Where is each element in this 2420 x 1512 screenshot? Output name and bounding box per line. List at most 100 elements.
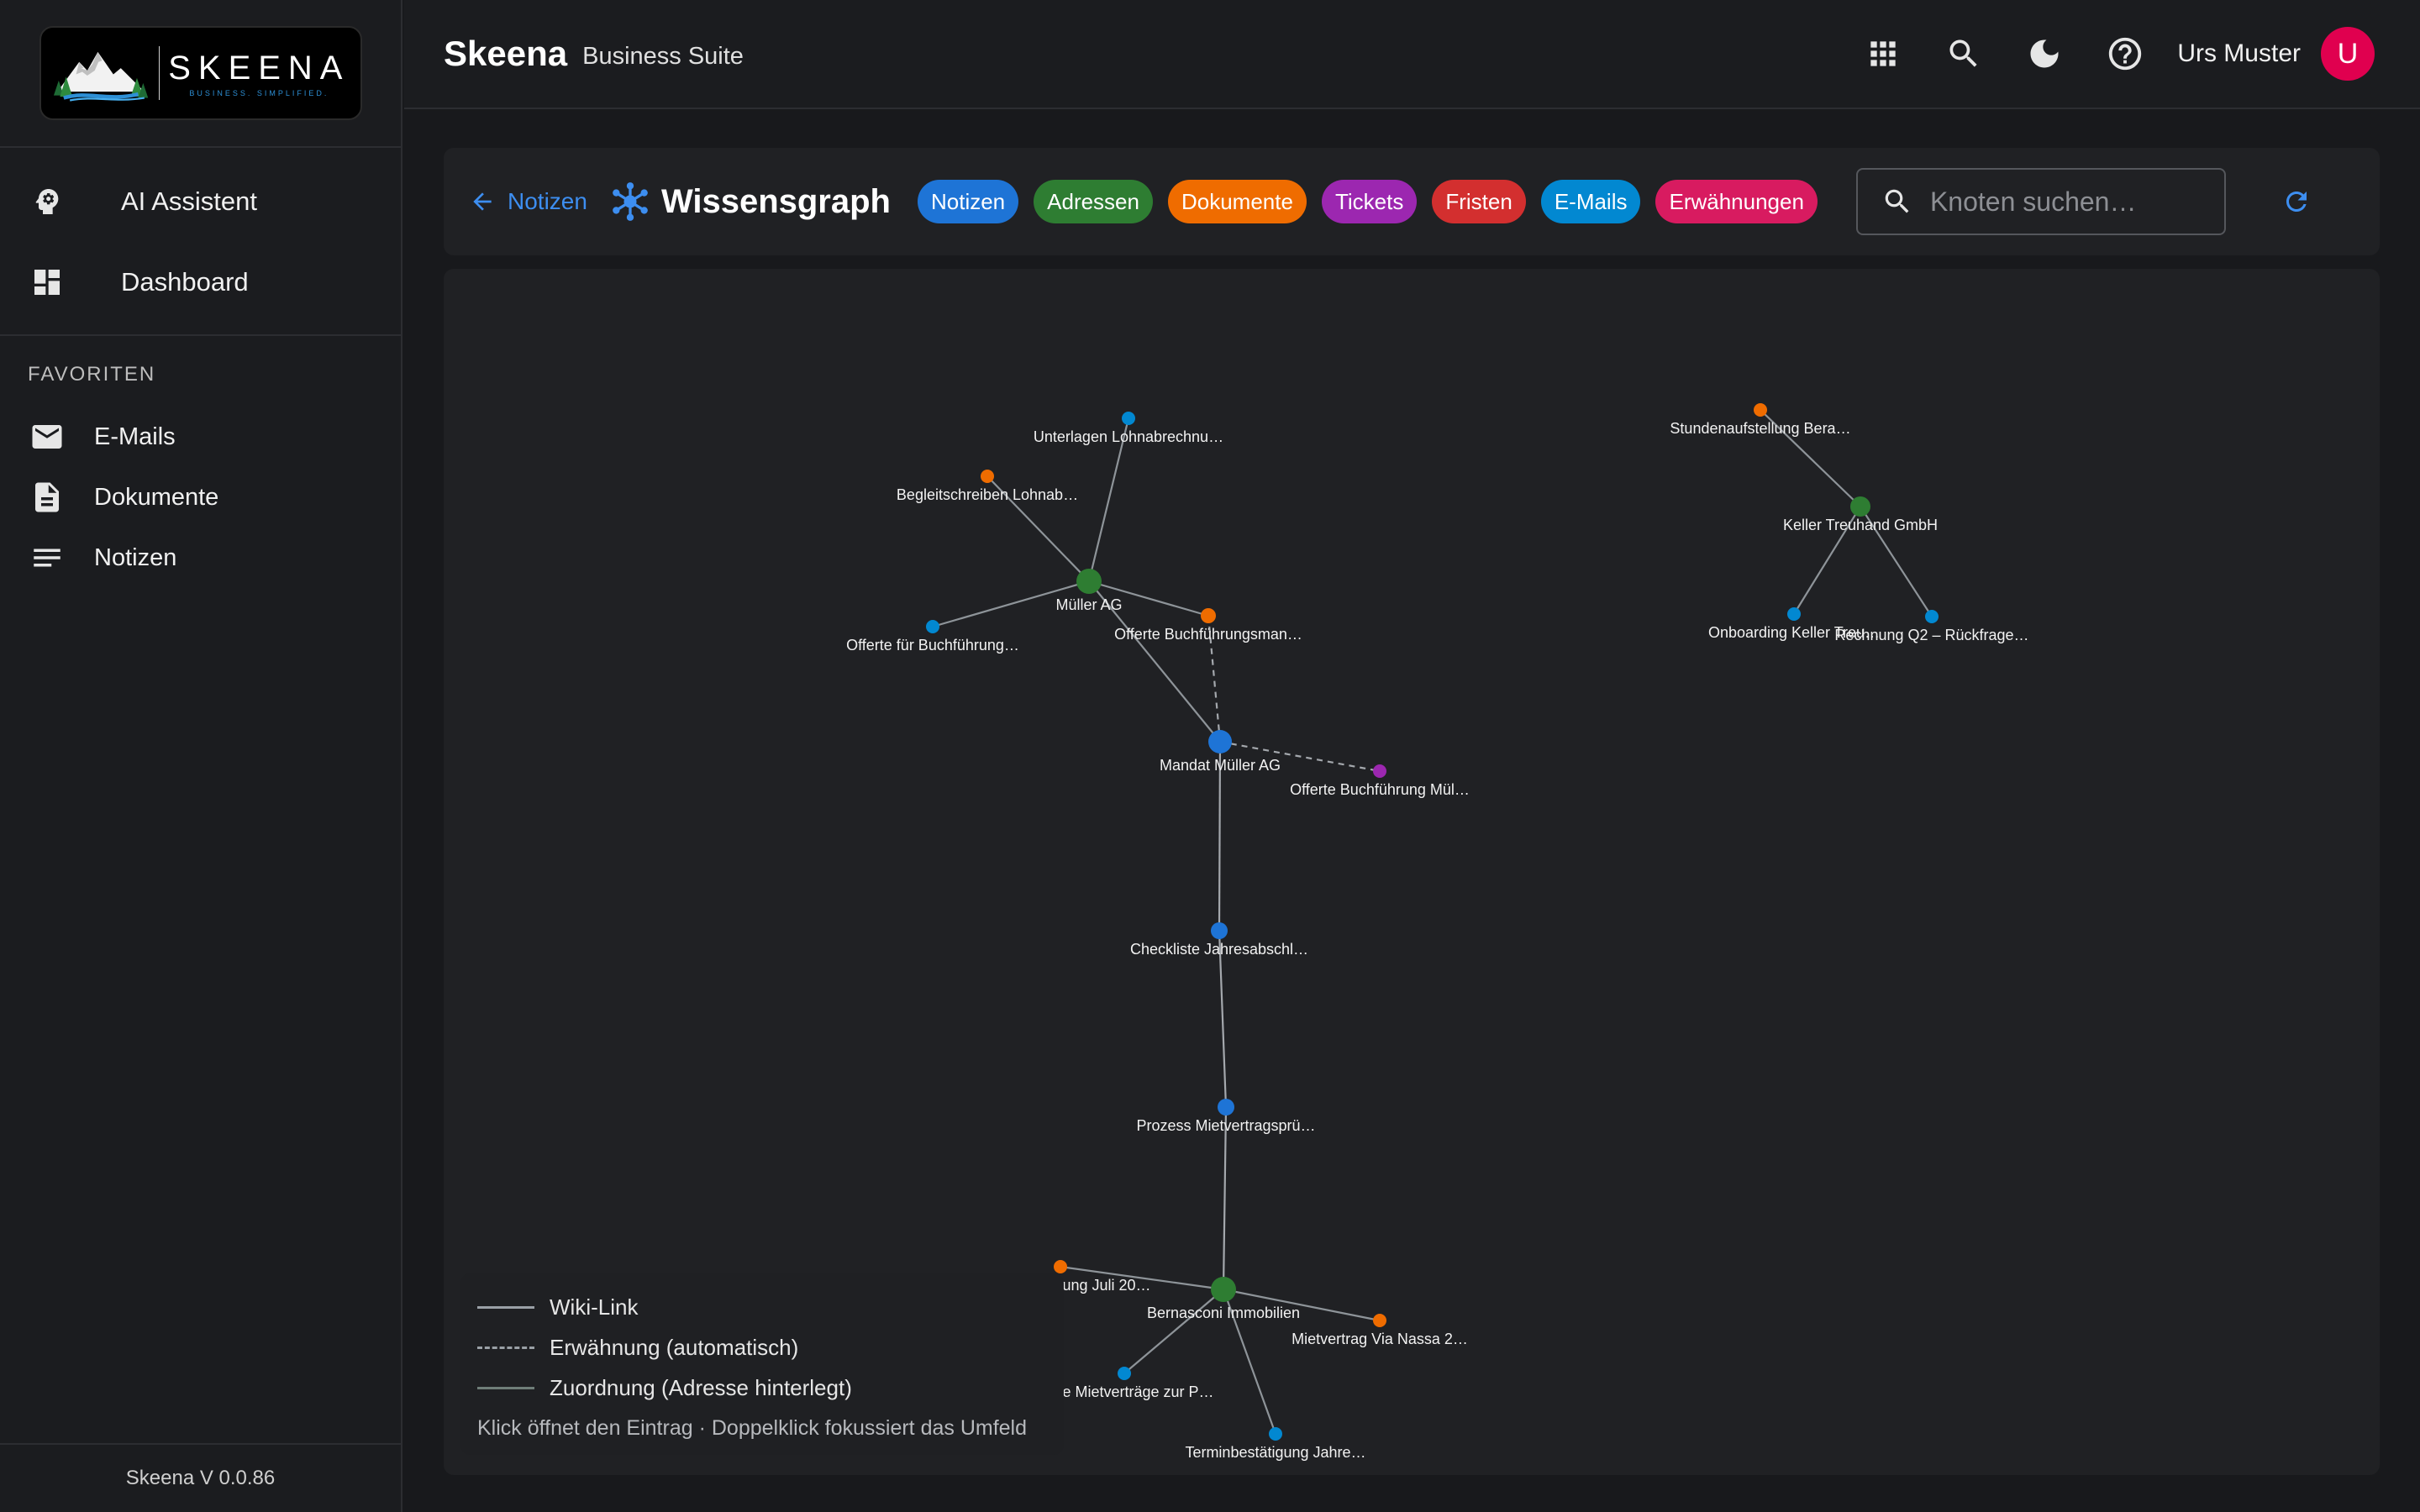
sidebar: SKEENA BUSINESS. SIMPLIFIED. AI Assisten… bbox=[0, 0, 402, 1512]
help-button[interactable] bbox=[2085, 13, 2165, 94]
graph-node-offerte_mul[interactable]: Offerte Buchführung Mül… bbox=[1290, 764, 1470, 798]
graph-node-offerte_man[interactable]: Offerte Buchführungsman… bbox=[1114, 608, 1302, 643]
filter-chip-emails[interactable]: E-Mails bbox=[1540, 180, 1641, 223]
graph-node-label: Offerte Buchführungsman… bbox=[1114, 626, 1302, 643]
back-link-label: Notizen bbox=[508, 188, 587, 214]
legend-label: Wiki-Link bbox=[550, 1294, 639, 1320]
graph-node-onboarding[interactable]: Onboarding Keller Treu… bbox=[1708, 607, 1880, 641]
legend-hint: Klick öffnet den Eintrag · Doppelklick f… bbox=[477, 1416, 1028, 1440]
mountain-logo-icon bbox=[53, 51, 148, 102]
graph-node-dot[interactable] bbox=[1201, 608, 1216, 623]
graph-edge-assign bbox=[1223, 1288, 1381, 1322]
graph-node-label: Mietvertrag Via Nassa 2… bbox=[1292, 1331, 1468, 1347]
graph-node-mietvertrag[interactable]: Mietvertrag Via Nassa 2… bbox=[1292, 1314, 1468, 1347]
apps-button[interactable] bbox=[1843, 13, 1923, 94]
graph-node-keller[interactable]: Keller Treuhand GmbH bbox=[1783, 496, 1938, 533]
graph-node-dot[interactable] bbox=[1122, 412, 1135, 425]
notes-icon bbox=[29, 539, 66, 576]
arrow-back-icon bbox=[473, 192, 492, 211]
graph-node-label: Offerte für Buchführung… bbox=[846, 637, 1019, 654]
filter-chip-erwaehnungen[interactable]: Erwähnungen bbox=[1655, 180, 1818, 223]
legend-row-wiki: Wiki-Link bbox=[477, 1287, 1064, 1327]
back-to-notes-link[interactable]: Notizen bbox=[469, 188, 587, 215]
graph-edge-wiki bbox=[1218, 741, 1222, 932]
graph-node-checkliste[interactable]: Checkliste Jahresabschl… bbox=[1130, 922, 1308, 958]
graph-node-termin[interactable]: Terminbestätigung Jahre… bbox=[1185, 1427, 1366, 1461]
graph-node-dot[interactable] bbox=[1787, 607, 1801, 621]
graph-node-dot[interactable] bbox=[1118, 1367, 1131, 1380]
favorite-item-emails[interactable]: E-Mails bbox=[0, 407, 401, 467]
graph-node-dot[interactable] bbox=[1054, 1260, 1067, 1273]
app-subtitle: Business Suite bbox=[582, 42, 744, 70]
legend-solid-line bbox=[477, 1305, 534, 1309]
graph-node-dot[interactable] bbox=[1754, 403, 1767, 417]
mail-icon bbox=[29, 418, 66, 455]
favorite-item-documents[interactable]: Dokumente bbox=[0, 467, 401, 528]
graph-node-stunden[interactable]: Stundenaufstellung Bera… bbox=[1670, 403, 1851, 437]
node-search-input[interactable] bbox=[1929, 186, 2216, 218]
graph-node-label: Onboarding Keller Treu… bbox=[1708, 624, 1880, 641]
filter-chip-adressen[interactable]: Adressen bbox=[1034, 180, 1153, 223]
graph-node-dot[interactable] bbox=[1269, 1427, 1282, 1441]
legend-row-assign: Zuordnung (Adresse hinterlegt) bbox=[477, 1368, 1064, 1408]
theme-toggle-button[interactable] bbox=[2004, 13, 2085, 94]
graph-node-dot[interactable] bbox=[1218, 1099, 1234, 1116]
filter-chip-dokumente[interactable]: Dokumente bbox=[1167, 180, 1307, 223]
graph-node-dot[interactable] bbox=[1925, 610, 1939, 623]
graph-node-dot[interactable] bbox=[1211, 922, 1228, 939]
user-name[interactable]: Urs Muster bbox=[2177, 39, 2301, 67]
graph-svg[interactable]: Unterlagen Lohnabrechnu… Begleitschreiben… bbox=[444, 269, 2380, 1475]
ai-assistant-icon bbox=[29, 183, 66, 220]
global-search-button[interactable] bbox=[1923, 13, 2004, 94]
favorite-item-notes[interactable]: Notizen bbox=[0, 528, 401, 588]
graph-node-dot[interactable] bbox=[981, 470, 994, 483]
node-search-box bbox=[1855, 168, 2226, 235]
graph-edge-assign bbox=[932, 580, 1090, 628]
graph-node-offerte_fuer[interactable]: Offerte für Buchführung… bbox=[846, 620, 1019, 654]
graph-node-dot[interactable] bbox=[1373, 1314, 1386, 1327]
type-filter-chips: Notizen Adressen Dokumente Tickets Frist… bbox=[917, 180, 1818, 223]
graph-node-dot[interactable] bbox=[1208, 730, 1232, 753]
refresh-button[interactable] bbox=[2276, 181, 2317, 222]
logo-text: SKEENA BUSINESS. SIMPLIFIED. bbox=[168, 50, 350, 97]
skeena-logo[interactable]: SKEENA BUSINESS. SIMPLIFIED. bbox=[39, 26, 362, 120]
graph-node-bernasconi[interactable]: Bernasconi Immobilien bbox=[1147, 1277, 1300, 1321]
graph-node-mueller[interactable]: Müller AG bbox=[1055, 569, 1123, 613]
filter-chip-tickets[interactable]: Tickets bbox=[1321, 180, 1418, 223]
filter-chip-fristen[interactable]: Fristen bbox=[1432, 180, 1526, 223]
user-avatar[interactable]: U bbox=[2321, 27, 2375, 81]
graph-edge-mention bbox=[1219, 740, 1381, 773]
knowledge-graph-canvas[interactable]: Unterlagen Lohnabrechnu… Begleitschreiben… bbox=[444, 269, 2380, 1475]
search-icon bbox=[1885, 189, 1909, 213]
graph-node-unterlagen[interactable]: Unterlagen Lohnabrechnu… bbox=[1034, 412, 1223, 445]
page-title: Wissensgraph bbox=[660, 182, 891, 220]
logo-wordmark: SKEENA bbox=[168, 49, 350, 87]
graph-node-label: Prozess Mietvertragsprü… bbox=[1136, 1117, 1315, 1134]
graph-node-begleit[interactable]: Begleitschreiben Lohnab… bbox=[897, 470, 1078, 503]
graph-node-label: Checkliste Jahresabschl… bbox=[1130, 941, 1308, 958]
graph-node-label: Unterlagen Lohnabrechnu… bbox=[1034, 428, 1223, 445]
nav-item-dashboard[interactable]: Dashboard bbox=[0, 242, 401, 323]
logo-divider bbox=[158, 46, 160, 100]
graph-node-dot[interactable] bbox=[1211, 1277, 1236, 1302]
favorite-label: Dokumente bbox=[94, 483, 219, 511]
graph-node-rechnung[interactable]: Rechnung Q2 – Rückfrage… bbox=[1834, 610, 2029, 643]
top-bar: Skeena Business Suite Urs Muster U bbox=[404, 0, 2420, 109]
filter-chip-notizen[interactable]: Notizen bbox=[917, 180, 1019, 223]
graph-node-dot[interactable] bbox=[926, 620, 939, 633]
legend-row-mention: Erwähnung (automatisch) bbox=[477, 1327, 1064, 1368]
graph-node-dot[interactable] bbox=[1373, 764, 1386, 778]
graph-node-mandat[interactable]: Mandat Müller AG bbox=[1160, 730, 1281, 774]
graph-node-prozess[interactable]: Prozess Mietvertragsprü… bbox=[1136, 1099, 1316, 1134]
graph-node-dot[interactable] bbox=[1076, 569, 1102, 594]
graph-legend: Wiki-Link Erwähnung (automatisch) Zuordn… bbox=[460, 1273, 1064, 1455]
version-label: Skeena V 0.0.86 bbox=[0, 1443, 401, 1512]
graph-node-label: Rechnung Q2 – Rückfrage… bbox=[1834, 627, 2028, 643]
favorite-label: E-Mails bbox=[94, 423, 176, 450]
legend-assign-line bbox=[477, 1386, 534, 1389]
nav-item-ai-assistant[interactable]: AI Assistent bbox=[0, 161, 401, 242]
graph-node-neue[interactable]: Neue Mietverträge zur P… bbox=[1034, 1367, 1214, 1400]
graph-node-label: Begleitschreiben Lohnab… bbox=[897, 486, 1078, 503]
graph-node-dot[interactable] bbox=[1850, 496, 1870, 517]
app-brand[interactable]: Skeena bbox=[444, 34, 568, 73]
